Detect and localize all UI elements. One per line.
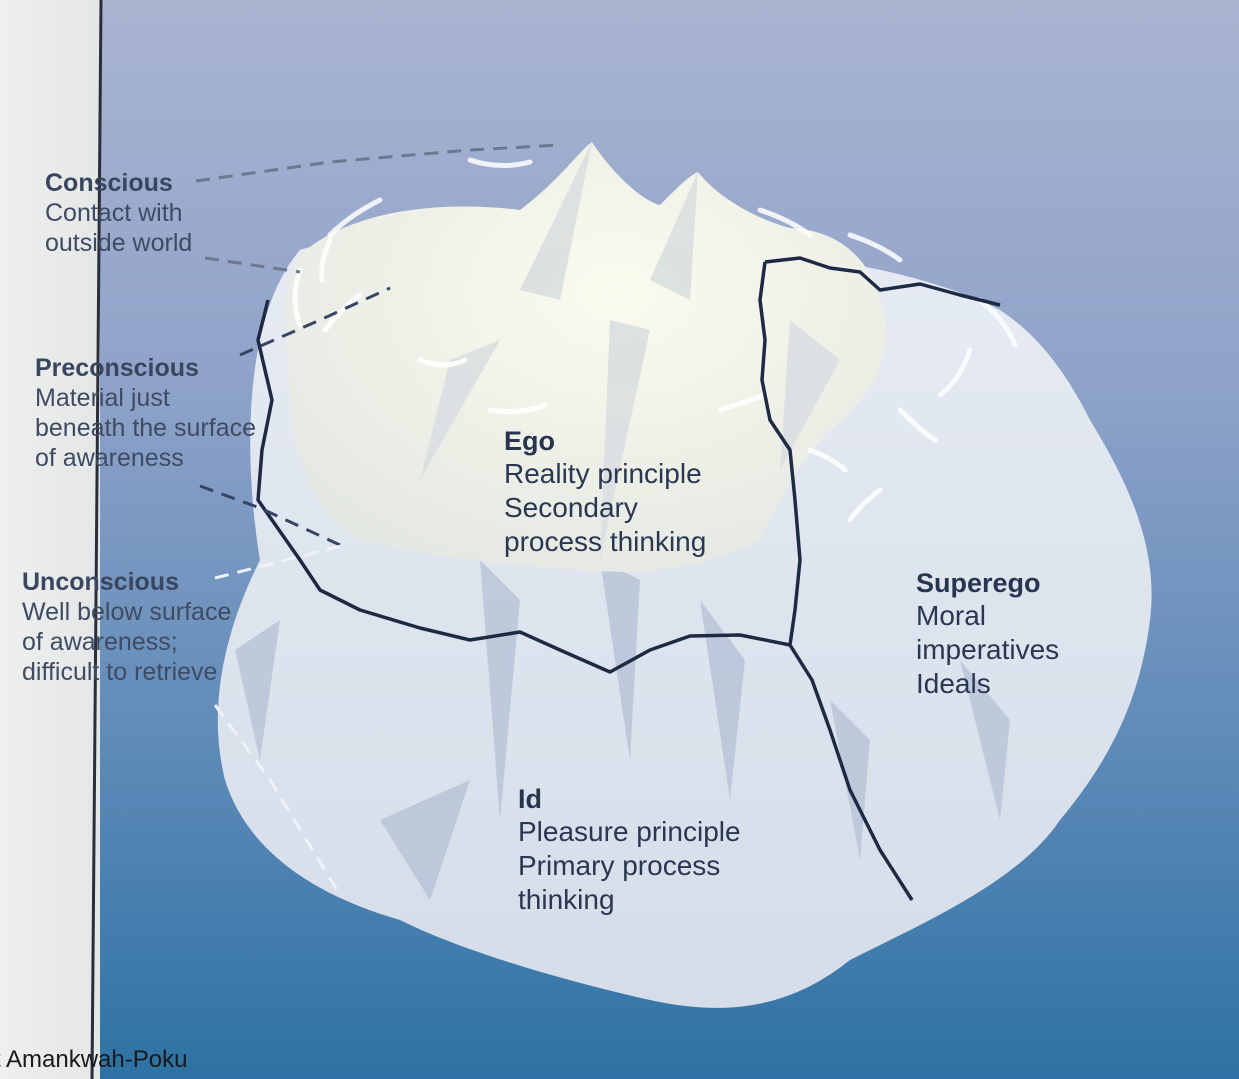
label-conscious-line: outside world [45,228,192,258]
label-unconscious-line: difficult to retrieve [22,657,231,687]
label-ego-line: Secondary [504,491,706,525]
label-superego: Superego Moral imperatives Ideals [916,567,1059,700]
label-id-line: Primary process [518,849,741,883]
label-preconscious-line: beneath the surface [35,413,256,443]
label-ego-title: Ego [504,425,706,457]
label-unconscious-line: Well below surface [22,597,231,627]
label-id-line: thinking [518,883,741,917]
label-superego-title: Superego [916,567,1059,599]
label-conscious-line: Contact with [45,198,192,228]
label-superego-line: imperatives [916,633,1059,667]
label-unconscious-title: Unconscious [22,567,231,597]
label-preconscious-line: of awareness [35,443,256,473]
label-preconscious: Preconscious Material just beneath the s… [35,353,256,473]
label-ego: Ego Reality principle Secondary process … [504,425,706,558]
label-superego-line: Moral [916,599,1059,633]
label-preconscious-line: Material just [35,383,256,413]
label-unconscious: Unconscious Well below surface of awaren… [22,567,231,687]
label-ego-line: Reality principle [504,457,706,491]
label-conscious-title: Conscious [45,168,192,198]
label-id: Id Pleasure principle Primary process th… [518,783,741,916]
label-conscious: Conscious Contact with outside world [45,168,192,258]
label-id-title: Id [518,783,741,815]
label-preconscious-title: Preconscious [35,353,256,383]
label-id-line: Pleasure principle [518,815,741,849]
author-credit: t Amankwah-Poku [0,1046,187,1074]
label-unconscious-line: of awareness; [22,627,231,657]
label-ego-line: process thinking [504,525,706,559]
label-superego-line: Ideals [916,667,1059,701]
